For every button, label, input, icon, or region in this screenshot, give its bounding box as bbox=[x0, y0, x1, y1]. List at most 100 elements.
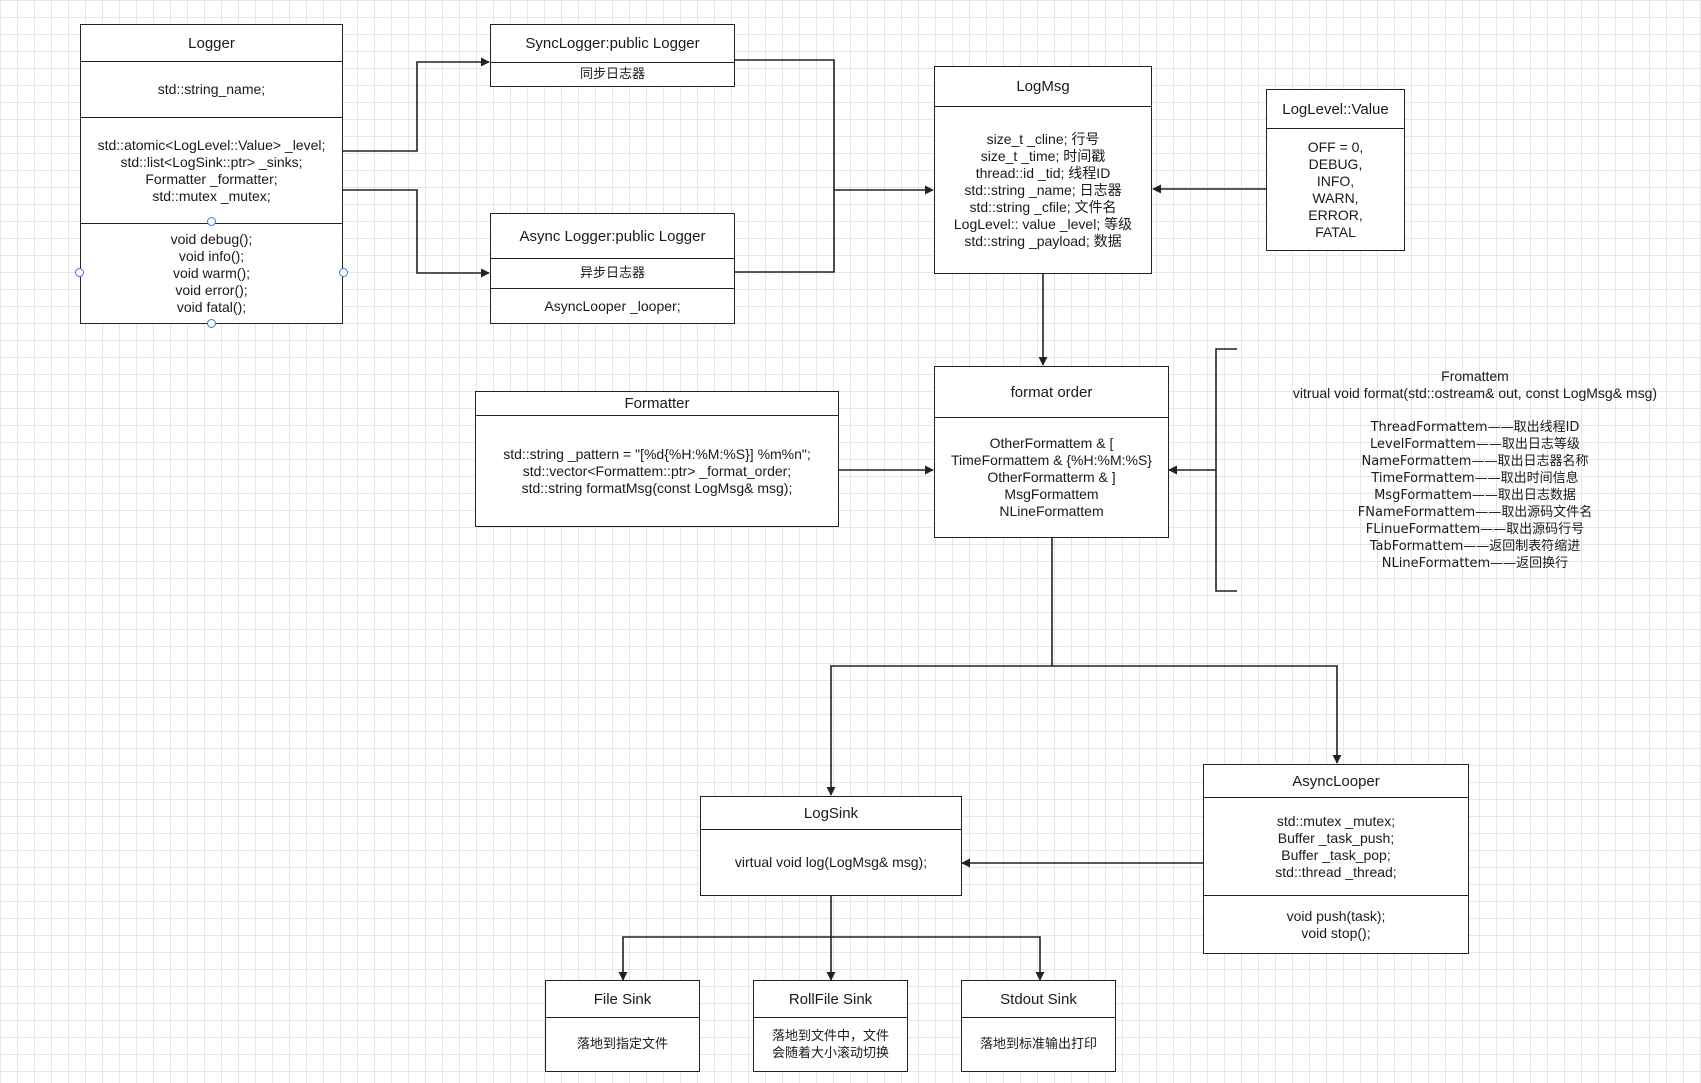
loglevel-enum-box[interactable]: LogLevel::Value OFF = 0, DEBUG, INFO, WA… bbox=[1266, 89, 1405, 251]
logmsg-field: thread::id _tid; 线程ID bbox=[975, 164, 1111, 181]
rollfile-sink-box[interactable]: RollFile Sink 落地到文件中，文件 会随着大小滚动切换 bbox=[753, 980, 908, 1072]
rollfile-sink-desc-line: 落地到文件中，文件 bbox=[771, 1028, 889, 1044]
formattem-note-item: MsgFormattem——取出日志数据 bbox=[1374, 488, 1576, 503]
logger-field: Formatter _formatter; bbox=[145, 170, 278, 187]
asynclogger-member: AsyncLooper _looper; bbox=[491, 288, 734, 323]
synclogger-desc: 同步日志器 bbox=[491, 62, 734, 86]
loglevel-value: ERROR, bbox=[1308, 206, 1363, 223]
logmsg-field: std::string _cfile; 文件名 bbox=[969, 198, 1117, 215]
rollfile-sink-desc-line: 会随着大小滚动切换 bbox=[771, 1045, 889, 1061]
arrow-formatorder-to-logsink bbox=[826, 665, 1052, 796]
formattem-note-item: TabFormattem——返回制表符缩进 bbox=[1369, 539, 1581, 554]
synclogger-class-box[interactable]: SyncLogger:public Logger 同步日志器 bbox=[490, 24, 735, 87]
logsink-method: virtual void log(LogMsg& msg); bbox=[701, 829, 961, 895]
stdout-sink-desc: 落地到标准输出打印 bbox=[962, 1017, 1115, 1071]
file-sink-desc: 落地到指定文件 bbox=[546, 1017, 699, 1071]
logger-name-field: std::string_name; bbox=[81, 61, 342, 117]
note-bracket bbox=[1215, 348, 1237, 592]
asynclooper-methods: void push(task); void stop(); bbox=[1204, 895, 1468, 953]
rollfile-sink-desc: 落地到文件中，文件 会随着大小滚动切换 bbox=[754, 1017, 907, 1071]
stdout-sink-title: Stdout Sink bbox=[1000, 990, 1077, 1008]
asynclooper-field: Buffer _task_push; bbox=[1277, 829, 1395, 846]
formattem-note-item: ThreadFormattem——取出线程ID bbox=[1370, 420, 1580, 435]
logger-fields: std::atomic<LogLevel::Value> _level; std… bbox=[81, 117, 342, 223]
asynclooper-field: std::thread _thread; bbox=[1275, 863, 1397, 880]
formatter-fields: std::string _pattern = "[%d{%H:%M:%S}] %… bbox=[476, 415, 838, 526]
asynclooper-method: void push(task); bbox=[1286, 907, 1386, 924]
logger-method: void info(); bbox=[178, 248, 245, 264]
formattem-note-item: NLineFormattem——返回换行 bbox=[1381, 556, 1569, 571]
formattem-note-item: FLinueFormattem——取出源码行号 bbox=[1365, 522, 1585, 537]
formattem-note-item: TimeFormattem——取出时间信息 bbox=[1371, 471, 1579, 486]
format-order-item: TimeFormattem & {%H:%M:%S} bbox=[951, 452, 1152, 468]
formattem-note-title: Fromattem bbox=[1441, 368, 1509, 384]
formatter-field: std::vector<Formattem::ptr> _format_orde… bbox=[522, 462, 792, 479]
arrow-formatorder-to-asynclooper bbox=[1052, 665, 1342, 764]
formatter-field: std::string _pattern = "[%d{%H:%M:%S}] %… bbox=[503, 445, 811, 462]
logger-method: void warm(); bbox=[172, 265, 250, 281]
formatter-field: std::string formatMsg(const LogMsg& msg)… bbox=[521, 479, 793, 496]
loglevel-value: OFF = 0, bbox=[1307, 138, 1364, 155]
logger-class-box[interactable]: Logger std::string_name; std::atomic<Log… bbox=[80, 24, 343, 324]
logsink-title: LogSink bbox=[803, 804, 859, 822]
logmsg-field: std::string _name; 日志器 bbox=[964, 181, 1122, 198]
logmsg-field: LogLevel:: value _level; 等级 bbox=[953, 215, 1133, 232]
logger-method: void fatal(); bbox=[176, 299, 247, 315]
loglevel-value: FATAL bbox=[1315, 223, 1356, 240]
formattem-note-item: NameFormattem——取出日志器名称 bbox=[1361, 454, 1589, 469]
logger-field: std::list<LogSink::ptr> _sinks; bbox=[120, 153, 303, 170]
formattem-note-item: FNameFormattem——取出源码文件名 bbox=[1357, 505, 1593, 520]
stdout-sink-box[interactable]: Stdout Sink 落地到标准输出打印 bbox=[961, 980, 1116, 1072]
loglevel-title: LogLevel::Value bbox=[1282, 100, 1389, 118]
loglevel-value: INFO, bbox=[1316, 172, 1355, 189]
asynclooper-field: std::mutex _mutex; bbox=[1276, 812, 1396, 829]
logmsg-title: LogMsg bbox=[1016, 78, 1070, 95]
format-order-item: OtherFormattem & [ bbox=[989, 435, 1114, 451]
asynclooper-method: void stop(); bbox=[1301, 924, 1371, 941]
file-sink-box[interactable]: File Sink 落地到指定文件 bbox=[545, 980, 700, 1072]
format-order-title: format order bbox=[1010, 383, 1093, 401]
arrow-logsink-to-stdoutsink bbox=[831, 936, 1045, 981]
line-synclogger-to-logmsg bbox=[735, 59, 835, 190]
arrow-logger-to-asynclogger bbox=[343, 189, 490, 278]
logmsg-field: std::string _payload; 数据 bbox=[964, 232, 1122, 249]
file-sink-title: File Sink bbox=[593, 990, 652, 1008]
asynclooper-title: AsyncLooper bbox=[1292, 772, 1380, 790]
selection-handle-left[interactable] bbox=[75, 268, 84, 277]
formattem-note-item: LevelFormattem——取出日志等级 bbox=[1370, 437, 1580, 452]
line-asynclogger-to-logmsg bbox=[735, 190, 835, 273]
formattem-note-signature: vitrual void format(std::ostream& out, c… bbox=[1292, 385, 1658, 401]
logger-methods: void debug(); void info(); void warm(); … bbox=[81, 223, 342, 323]
asynclogger-desc: 异步日志器 bbox=[491, 258, 734, 288]
loglevel-values: OFF = 0, DEBUG, INFO, WARN, ERROR, FATAL bbox=[1267, 128, 1404, 250]
format-order-item: OtherFormatterm & ] bbox=[987, 469, 1116, 485]
logger-method: void error(); bbox=[175, 282, 248, 298]
logmsg-class-box[interactable]: LogMsg size_t _cline; 行号 size_t _time; 时… bbox=[934, 66, 1152, 274]
logsink-class-box[interactable]: LogSink virtual void log(LogMsg& msg); bbox=[700, 796, 962, 896]
formatter-title: Formatter bbox=[624, 395, 690, 412]
selection-handle-top[interactable] bbox=[207, 217, 216, 226]
formattem-note: Fromattem vitrual void format(std::ostre… bbox=[1255, 368, 1695, 572]
asynclooper-fields: std::mutex _mutex; Buffer _task_push; Bu… bbox=[1204, 797, 1468, 895]
asynclogger-title: Async Logger:public Logger bbox=[519, 227, 706, 245]
selection-handle-right[interactable] bbox=[339, 268, 348, 277]
format-order-item: MsgFormattem bbox=[1004, 486, 1099, 502]
loglevel-value: WARN, bbox=[1312, 189, 1359, 206]
rollfile-sink-title: RollFile Sink bbox=[788, 990, 873, 1008]
asynclooper-class-box[interactable]: AsyncLooper std::mutex _mutex; Buffer _t… bbox=[1203, 764, 1469, 954]
logmsg-field: size_t _time; 时间戳 bbox=[980, 147, 1106, 164]
logmsg-field: size_t _cline; 行号 bbox=[986, 130, 1100, 147]
logger-method: void debug(); bbox=[170, 231, 253, 247]
asynclogger-class-box[interactable]: Async Logger:public Logger 异步日志器 AsyncLo… bbox=[490, 213, 735, 324]
formatter-class-box[interactable]: Formatter std::string _pattern = "[%d{%H… bbox=[475, 391, 839, 527]
arrow-logsink-to-filesink bbox=[618, 936, 831, 981]
format-order-box[interactable]: format order OtherFormattem & [ TimeForm… bbox=[934, 366, 1169, 538]
logger-field: std::atomic<LogLevel::Value> _level; bbox=[97, 136, 326, 153]
logger-title: Logger bbox=[188, 34, 235, 52]
selection-handle-bottom[interactable] bbox=[207, 319, 216, 328]
format-order-item: NLineFormattem bbox=[999, 503, 1104, 519]
logger-field: std::mutex _mutex; bbox=[152, 187, 271, 204]
synclogger-title: SyncLogger:public Logger bbox=[525, 35, 700, 52]
asynclooper-field: Buffer _task_pop; bbox=[1281, 846, 1391, 863]
